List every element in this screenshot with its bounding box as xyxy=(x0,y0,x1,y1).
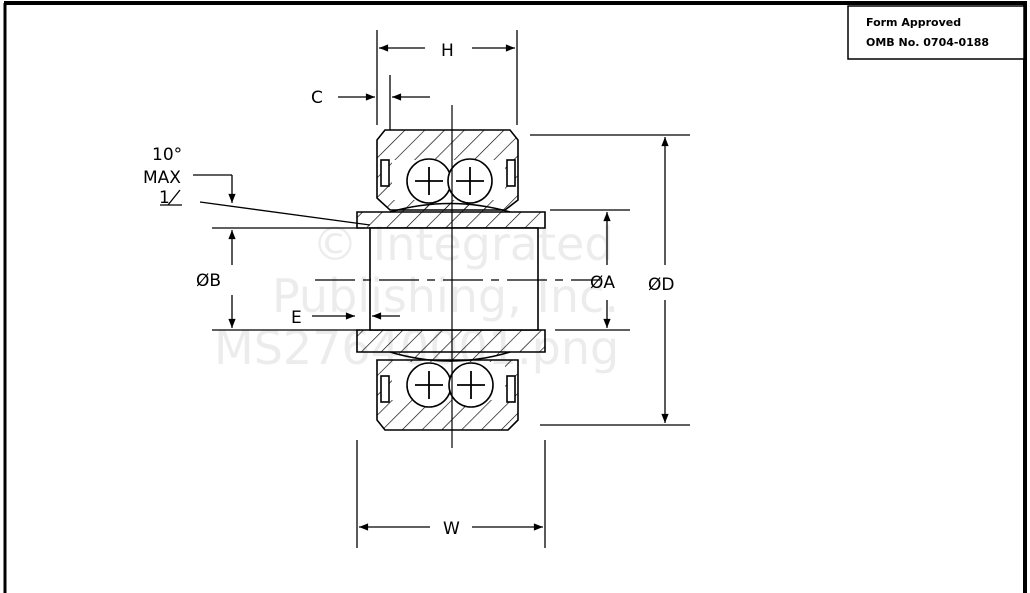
label-h: H xyxy=(441,41,454,61)
label-diameter-b: ØB xyxy=(196,271,221,291)
bearing-section xyxy=(356,129,546,431)
svg-text:Publishing, Inc.: Publishing, Inc. xyxy=(272,269,619,323)
svg-text:© Integrated: © Integrated xyxy=(312,217,614,271)
svg-text:MS27640001.png: MS27640001.png xyxy=(214,321,619,375)
drawing-frame xyxy=(3,1,1027,593)
omb-number-text: OMB No. 0704-0188 xyxy=(866,36,989,49)
centerlines xyxy=(315,105,600,448)
label-max: MAX xyxy=(143,168,181,188)
watermark: © Integrated Publishing, Inc. MS27640001… xyxy=(214,217,619,375)
form-approved-text: Form Approved xyxy=(866,16,961,29)
label-note-1: 1 xyxy=(159,188,170,208)
label-w: W xyxy=(443,519,460,539)
dimension-lines xyxy=(160,30,690,548)
dimension-labels: H C 10° MAX 1 ØB E ØA ØD W xyxy=(143,41,674,539)
label-diameter-d: ØD xyxy=(648,275,674,295)
label-angle: 10° xyxy=(152,145,182,165)
label-diameter-a: ØA xyxy=(590,273,615,293)
form-approved-box: Form Approved OMB No. 0704-0188 xyxy=(847,5,1025,60)
label-c: C xyxy=(311,88,323,108)
label-e: E xyxy=(291,308,302,328)
